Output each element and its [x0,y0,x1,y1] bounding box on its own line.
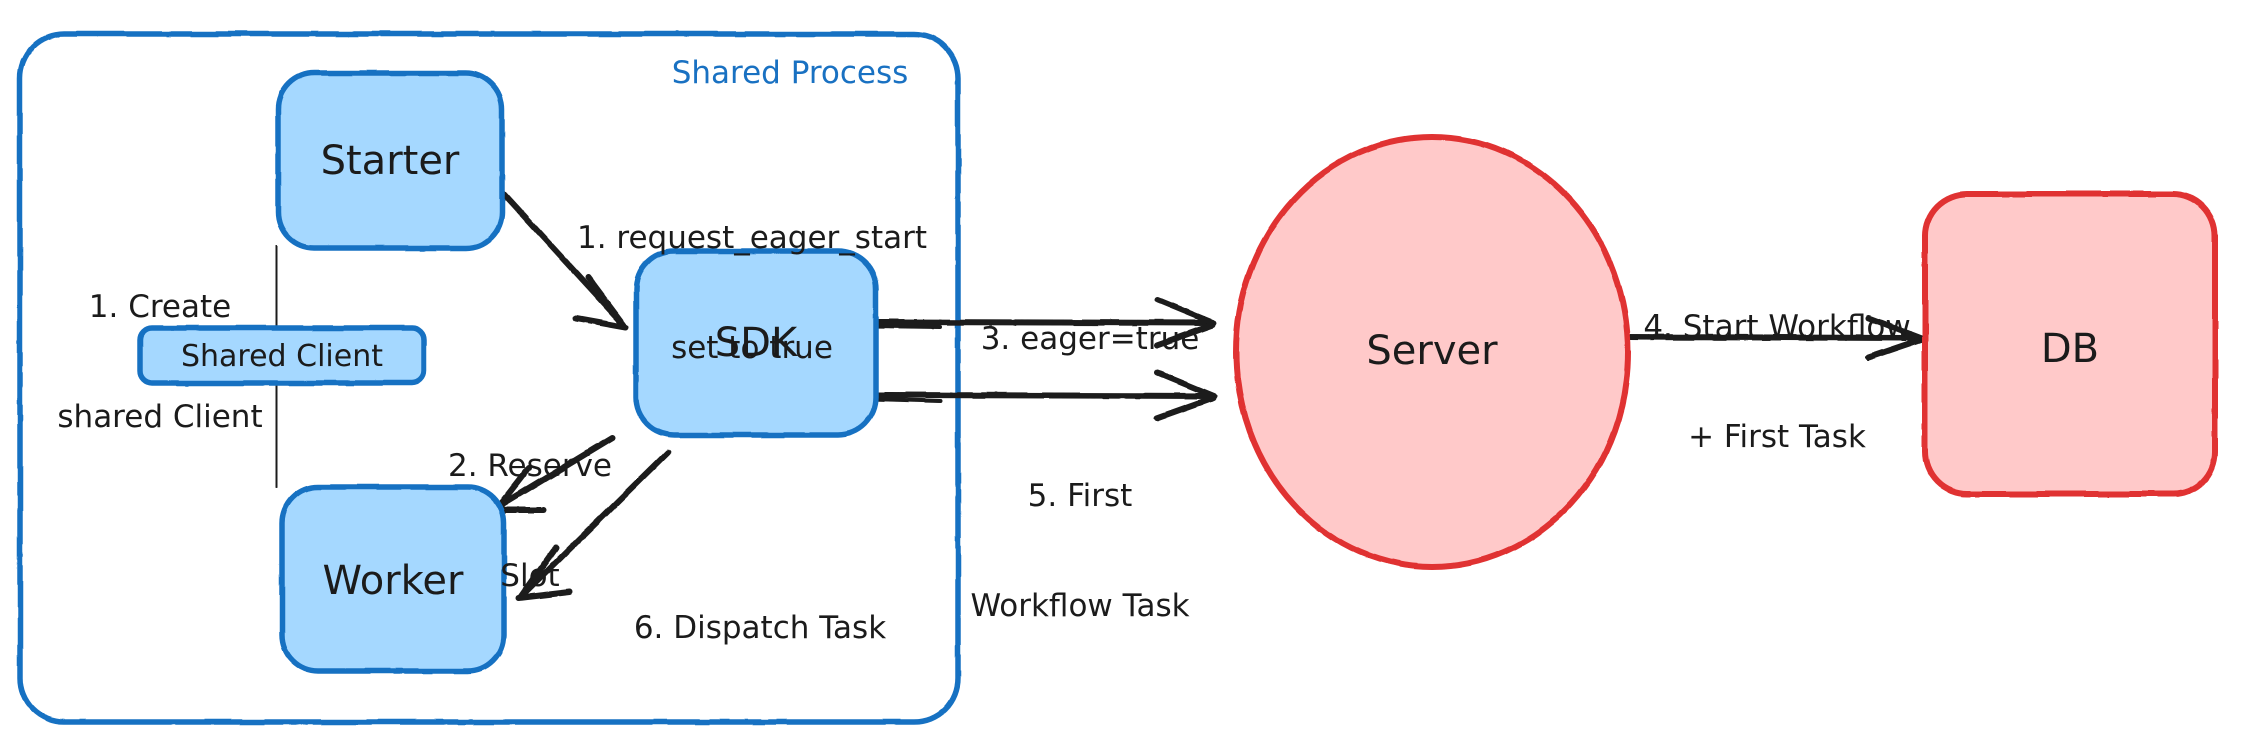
edge-shared-client-link [273,244,280,489]
node-db[interactable] [1922,191,2218,497]
edge-eager-true [870,297,1217,348]
node-shared-client[interactable] [137,325,427,386]
edge-reserve-slot [492,435,615,513]
node-sdk[interactable] [633,248,879,438]
edge-start-workflow [1624,315,1925,361]
node-starter[interactable] [275,70,505,251]
edge-request-eager-start [497,187,629,330]
node-worker[interactable] [279,484,507,674]
edge-dispatch-task [516,449,671,601]
edge-first-workflow-task [870,370,1217,421]
node-server[interactable] [1233,134,1631,570]
shared-process-container [17,31,961,725]
